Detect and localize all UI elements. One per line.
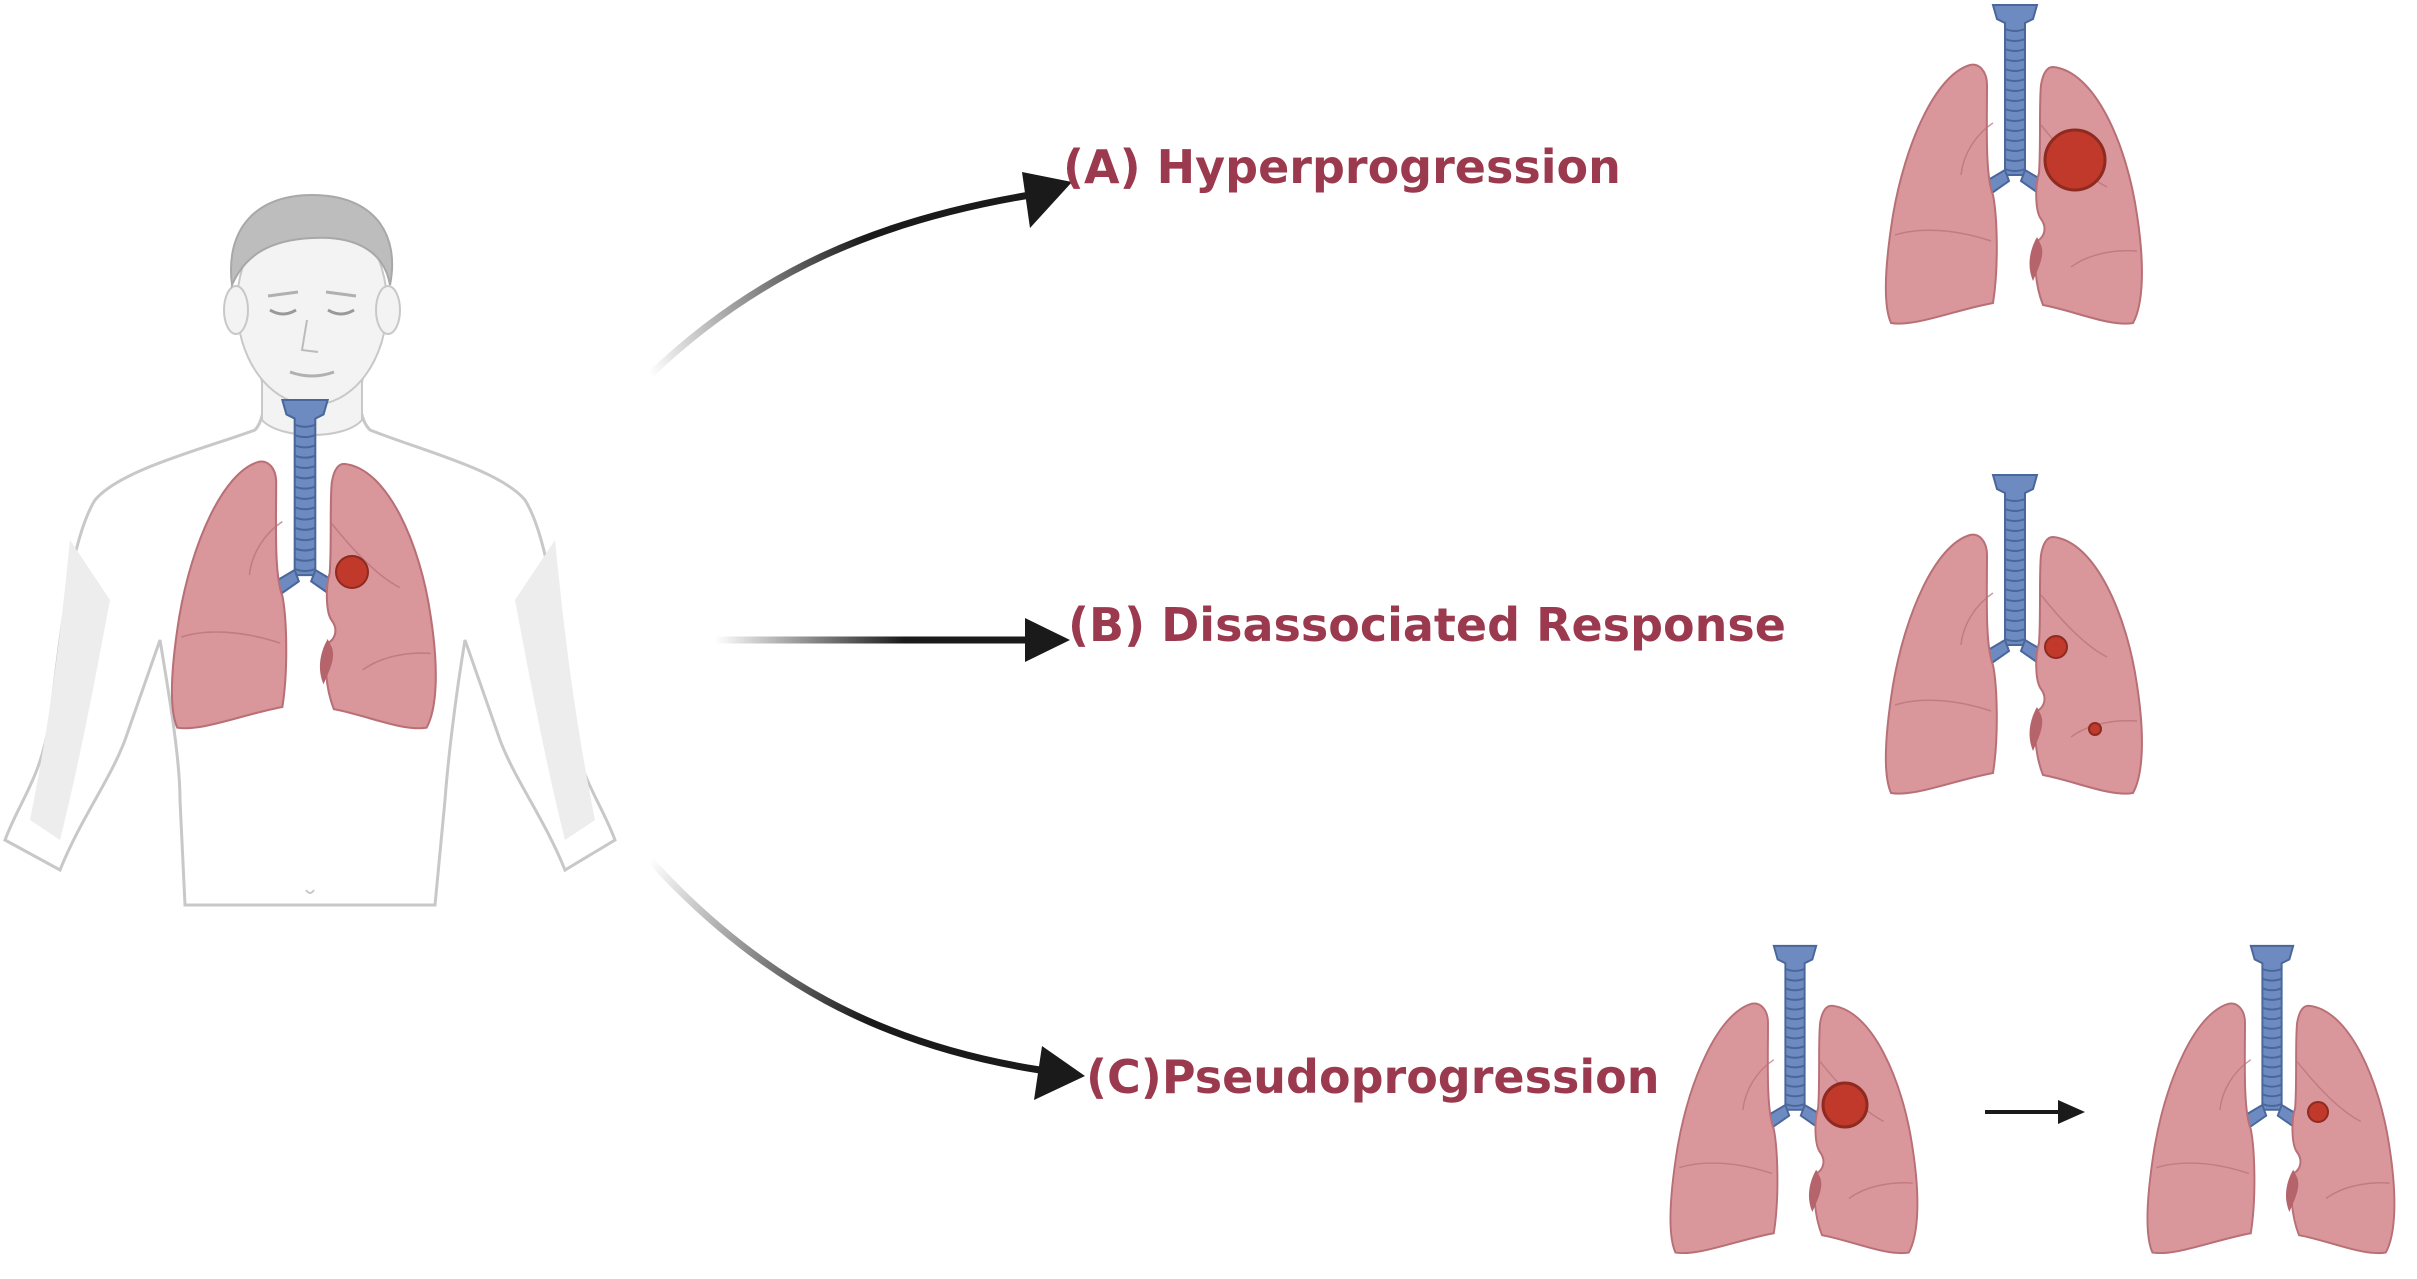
left-eye [269,308,297,316]
tumor-icon [2044,635,2068,659]
right-arm-shade [515,540,595,840]
lungs-icon [1669,944,1919,1255]
arrow-c-line [647,857,1041,1074]
tumor-icon [335,555,369,589]
left-brow [267,290,299,298]
lungs-icon [1884,474,2143,795]
arrow-a-line [647,191,1031,378]
label-c-pseudoprogression: (C)Pseudoprogression [1086,1050,1659,1104]
arrow-a-head [1022,172,1072,228]
arrow-b-head [1025,618,1070,662]
arrows [647,172,2085,1124]
tumor-icon [2043,128,2107,192]
label-a-hyperprogression: (A) Hyperprogression [1063,140,1621,194]
right-eye [327,308,355,316]
tumor-icon [2088,722,2102,736]
nose [300,319,319,353]
tumor-icon [1821,1081,1869,1129]
outcome-c-lungs-before [1669,944,1919,1255]
label-b-disassociated-response: (B) Disassociated Response [1068,598,1786,652]
label-c-word: Pseudoprogression [1161,1050,1660,1104]
tumor-icon [2307,1101,2329,1123]
person-body-icon [3,193,617,907]
right-ear [375,285,401,335]
arrow-c2-head [2058,1100,2085,1124]
outcome-a-lungs [1884,4,2143,325]
arrow-c-head [1034,1046,1085,1100]
navel [305,889,315,894]
outcome-b-lungs [1884,474,2143,795]
left-arm-shade [30,540,110,840]
lungs-icon [2146,944,2396,1255]
left-ear [223,285,249,335]
right-brow [325,290,357,298]
mouth [289,370,335,378]
hair [230,193,394,289]
outcome-c-lungs-after [2146,944,2396,1255]
label-c-prefix: (C) [1086,1050,1162,1104]
